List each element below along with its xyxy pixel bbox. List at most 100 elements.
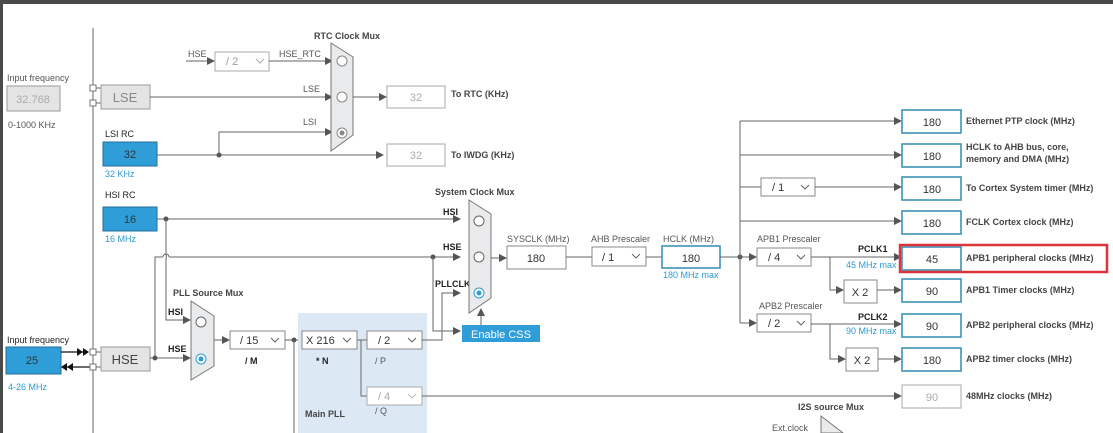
lsi-rc-block: 32 bbox=[102, 141, 158, 167]
sysclk-label: SYSCLK (MHz) bbox=[507, 234, 570, 244]
output-value-box[interactable] bbox=[901, 313, 962, 338]
chevron-down-icon bbox=[796, 320, 806, 326]
output-value-box[interactable] bbox=[901, 246, 962, 271]
pll-src-input-hsi: HSI bbox=[168, 307, 183, 317]
output-value-box[interactable] bbox=[901, 384, 962, 409]
i2s-ext-clock-label: Ext.clock bbox=[772, 423, 809, 433]
pll-m-label: / M bbox=[245, 356, 258, 366]
apb1-timer-multiplier: X 2 bbox=[843, 279, 878, 304]
output-clock-0[interactable]: 180 Ethernet PTP clock (MHz) bbox=[901, 109, 1075, 134]
output-value-box[interactable] bbox=[901, 278, 962, 303]
rtc-radio-lse[interactable] bbox=[336, 91, 348, 103]
apb2-timer-multiplier: X 2 bbox=[845, 347, 879, 372]
sys-input-hsi: HSI bbox=[443, 207, 458, 217]
svg-text:/ 2: / 2 bbox=[226, 56, 238, 68]
sys-radio-hse[interactable] bbox=[473, 251, 485, 263]
output-label: HCLK to AHB bus, core, bbox=[966, 142, 1069, 152]
output-value: 90 bbox=[926, 321, 938, 333]
pll-q-label: / Q bbox=[375, 406, 387, 416]
system-clock-mux bbox=[468, 199, 492, 314]
output-label: APB1 Timer clocks (MHz) bbox=[966, 285, 1074, 295]
output-value: 180 bbox=[923, 117, 941, 129]
output-value: 90 bbox=[926, 392, 938, 404]
pclk2-max: 90 MHz max bbox=[846, 326, 897, 336]
output-clock-8: 90 48MHz clocks (MHz) bbox=[901, 384, 1052, 409]
pll-n-multiplier-select[interactable]: X 216 bbox=[301, 330, 358, 350]
output-label: Ethernet PTP clock (MHz) bbox=[966, 116, 1075, 126]
pll-q-divider-select[interactable]: / 4 bbox=[366, 386, 423, 406]
output-clock-3[interactable]: 180 FCLK Cortex clock (MHz) bbox=[901, 210, 1074, 235]
lse-input-range: 0-1000 KHz bbox=[8, 120, 56, 130]
sys-radio-hsi[interactable] bbox=[473, 215, 485, 227]
output-label: FCLK Cortex clock (MHz) bbox=[966, 217, 1074, 227]
lse-input-frequency-label: Input frequency bbox=[7, 73, 70, 83]
cortex-timer-divider-select[interactable]: / 1 bbox=[760, 177, 816, 197]
svg-text:180: 180 bbox=[527, 253, 545, 265]
rtc-input-lsi: LSI bbox=[303, 117, 317, 127]
rtc-input-lse: LSE bbox=[303, 84, 320, 94]
svg-text:/ 2: / 2 bbox=[768, 318, 780, 330]
output-value-box[interactable] bbox=[901, 109, 962, 134]
output-value-box[interactable] bbox=[901, 210, 962, 235]
pclk1-label: PCLK1 bbox=[858, 244, 888, 254]
output-label: APB1 peripheral clocks (MHz) bbox=[966, 253, 1094, 263]
main-pll-label: Main PLL bbox=[305, 409, 346, 419]
pclk2-label: PCLK2 bbox=[858, 312, 888, 322]
to-rtc-label: To RTC (KHz) bbox=[451, 89, 508, 99]
hse-input-range: 4-26 MHz bbox=[8, 382, 48, 392]
hsi-rc-block: 16 bbox=[102, 206, 158, 232]
ahb-prescaler-select[interactable]: / 1 bbox=[591, 246, 647, 267]
pll-p-divider-select[interactable]: / 2 bbox=[366, 330, 423, 350]
rtc-radio-hse-rtc[interactable] bbox=[336, 55, 348, 67]
pll-m-divider-select[interactable]: / 15 bbox=[229, 330, 286, 350]
apb1-prescaler-select[interactable]: / 4 bbox=[756, 247, 812, 267]
output-value-box[interactable] bbox=[901, 176, 962, 201]
svg-text:32: 32 bbox=[124, 149, 136, 161]
output-label: 48MHz clocks (MHz) bbox=[966, 391, 1052, 401]
chevron-down-icon bbox=[407, 393, 417, 399]
pll-p-label: / P bbox=[375, 356, 386, 366]
rtc-hse-label: HSE bbox=[188, 49, 207, 59]
hse-block[interactable]: HSE bbox=[100, 346, 151, 372]
apb2-prescaler-label: APB2 Prescaler bbox=[759, 301, 823, 311]
svg-text:180: 180 bbox=[682, 253, 700, 265]
lse-input-value: 32.768 bbox=[16, 94, 50, 106]
arrow-left-icon bbox=[61, 363, 73, 371]
lse-block[interactable]: LSE bbox=[100, 84, 151, 110]
output-value: 180 bbox=[923, 218, 941, 230]
apb2-prescaler-select[interactable]: / 2 bbox=[756, 313, 812, 333]
pll-src-radio-hsi[interactable] bbox=[195, 316, 207, 328]
arrow-right-icon bbox=[77, 348, 89, 356]
pll-source-mux-title: PLL Source Mux bbox=[173, 288, 243, 298]
hclk-input[interactable]: 180 bbox=[661, 245, 721, 269]
svg-text:X 2: X 2 bbox=[854, 355, 871, 367]
sys-input-hse: HSE bbox=[443, 242, 462, 252]
hse-input-field[interactable]: 25 bbox=[5, 346, 62, 375]
rtc-hse-divider-select[interactable]: / 2 bbox=[214, 51, 270, 72]
chevron-down-icon bbox=[407, 337, 417, 343]
lsi-rc-note: 32 KHz bbox=[105, 169, 135, 179]
chevron-down-icon bbox=[270, 337, 280, 343]
pclk1-max: 45 MHz max bbox=[846, 260, 897, 270]
to-iwdg-output: 32 bbox=[386, 143, 446, 167]
output-value-box[interactable] bbox=[901, 143, 962, 168]
i2s-source-mux bbox=[820, 414, 844, 433]
svg-text:Enable CSS: Enable CSS bbox=[471, 329, 531, 341]
apb1-prescaler-label: APB1 Prescaler bbox=[757, 234, 821, 244]
svg-text:/ 15: / 15 bbox=[240, 335, 258, 347]
hclk-max: 180 MHz max bbox=[663, 270, 719, 280]
output-value-box[interactable] bbox=[901, 347, 962, 372]
svg-text:X 2: X 2 bbox=[852, 287, 869, 299]
highlight-apb1-peripheral bbox=[898, 243, 1109, 274]
lse-input-field[interactable]: 32.768 bbox=[6, 85, 61, 112]
enable-css-button[interactable]: Enable CSS bbox=[462, 325, 540, 342]
